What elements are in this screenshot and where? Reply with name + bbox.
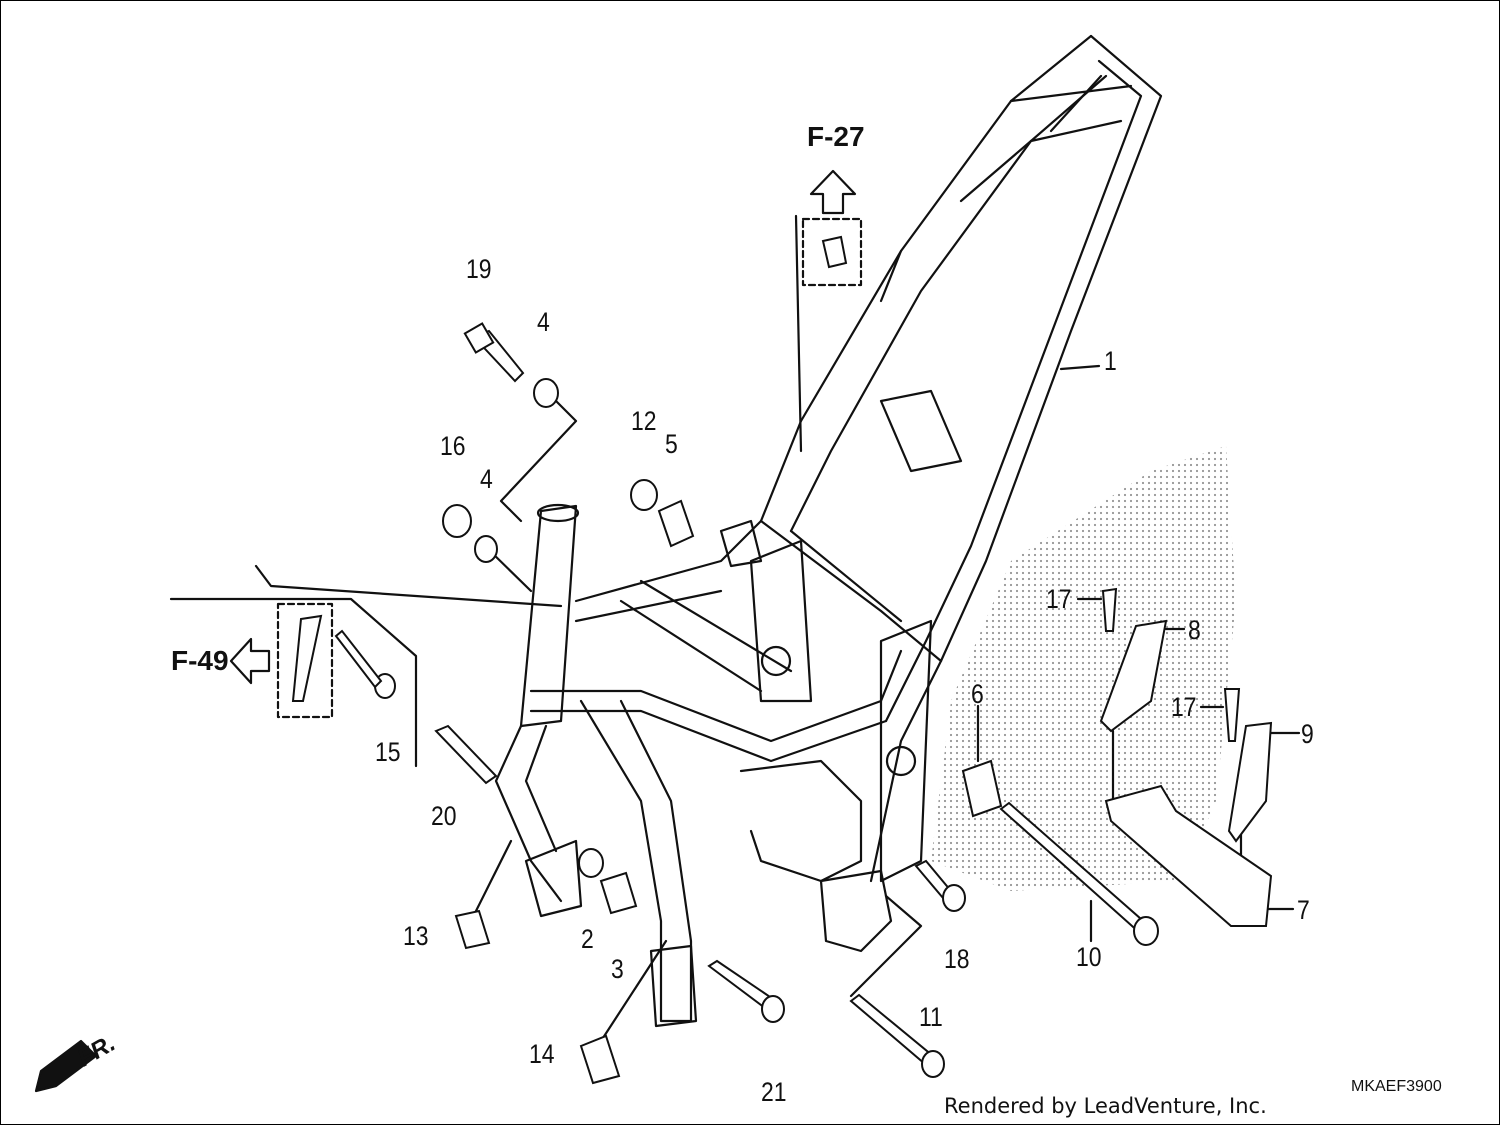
bolt-20 <box>434 724 498 785</box>
part-label-4-upper: 4 <box>537 307 550 337</box>
part-label-8: 8 <box>1188 615 1201 645</box>
part-label-12: 12 <box>631 406 657 436</box>
part-label-2: 2 <box>581 924 594 954</box>
leader-f27 <box>794 214 803 453</box>
part-label-10: 10 <box>1076 942 1102 972</box>
collar-6 <box>961 759 1003 818</box>
reference-f49[interactable]: F-49 <box>171 645 229 676</box>
part-label-3: 3 <box>611 954 624 984</box>
frame-main-rail-inner <box>884 59 1143 723</box>
part-label-16: 16 <box>440 431 466 461</box>
part-label-19: 19 <box>466 254 492 284</box>
leader-19-4 <box>499 399 578 523</box>
nut-13 <box>454 909 491 950</box>
part-label-11: 11 <box>919 1002 943 1032</box>
bolt-21-head <box>761 995 785 1023</box>
frame-rear-plate <box>879 619 933 883</box>
part-label-6: 6 <box>971 679 984 709</box>
frame-lower-rail-inner <box>529 709 888 763</box>
frame-down-tube-left-inner <box>524 724 558 853</box>
part-label-15: 15 <box>375 737 401 767</box>
nut-12 <box>630 479 658 511</box>
bracket-7 <box>1104 784 1273 927</box>
diagram-code: MKAEF3900 <box>1351 1078 1442 1095</box>
frame-head-pipe-top <box>536 503 580 523</box>
frame-down-tube-left <box>494 724 563 903</box>
part-label-13: 13 <box>403 921 429 951</box>
frame-engine-hanger-right <box>649 944 698 1028</box>
reference-f27[interactable]: F-27 <box>807 121 865 152</box>
frame-bracket-upper <box>719 389 963 568</box>
washer-4-lower <box>474 535 498 563</box>
ref-box-f49 <box>276 602 334 719</box>
part-label-4-lower: 4 <box>480 464 493 494</box>
frame-engine-mount <box>739 759 863 883</box>
frame-pivot-hole <box>760 645 792 677</box>
ref-box-f27 <box>801 217 863 287</box>
part-label-5: 5 <box>665 429 678 459</box>
leader-11 <box>849 894 923 998</box>
bolt-11-head <box>921 1050 945 1078</box>
frame-cross-top <box>1009 84 1133 143</box>
bolt-19-head <box>463 322 495 354</box>
frame-down-tube-right <box>579 699 693 1023</box>
frame-mid-cross <box>574 519 793 693</box>
part-label-18: 18 <box>944 944 970 974</box>
frame-head-pipe <box>519 504 578 728</box>
bolt-17-lower <box>1223 688 1241 742</box>
leader-14 <box>599 939 668 1043</box>
front-arrow-icon <box>34 1039 98 1093</box>
frame-pivot-plate <box>749 539 813 703</box>
frame-upper-rail <box>759 34 1093 523</box>
bracket-8 <box>1099 619 1168 733</box>
bracket-9 <box>1227 721 1273 843</box>
leader-1 <box>1059 364 1101 371</box>
bolt-10-head <box>1133 916 1159 946</box>
part-label-21: 21 <box>761 1077 787 1107</box>
frame-rear-hole <box>885 745 917 777</box>
leader-13 <box>469 839 513 923</box>
frame-spine <box>879 74 1103 303</box>
washer-4-upper <box>533 378 559 408</box>
collar-3 <box>599 871 638 915</box>
leader-f49 <box>169 564 563 768</box>
nut-14 <box>579 1034 621 1085</box>
clip-f49 <box>291 614 323 702</box>
bolt-18-head <box>942 884 966 912</box>
part-label-20: 20 <box>431 801 457 831</box>
collar-2 <box>578 848 604 878</box>
shaded-region <box>931 446 1236 891</box>
part-label-1: 1 <box>1104 346 1117 376</box>
arrow-left-icon <box>229 637 271 685</box>
part-label-9: 9 <box>1301 719 1314 749</box>
bolt-f27 <box>821 235 848 269</box>
bolt-17-upper <box>1101 587 1118 632</box>
collar-5 <box>657 499 695 548</box>
arrow-up-icon <box>809 169 857 215</box>
part-label-7: 7 <box>1297 895 1310 925</box>
frame-engine-hanger-left <box>524 839 583 918</box>
frame-lower-rail <box>529 649 903 743</box>
part-label-17-upper: 17 <box>1046 584 1072 614</box>
frame-bottom-bracket <box>819 869 893 953</box>
frame-main-rail <box>869 34 1163 883</box>
part-label-14: 14 <box>529 1039 555 1069</box>
bolt-15 <box>334 629 383 689</box>
collar-16 <box>442 504 472 538</box>
frame-rear-cross <box>759 519 943 663</box>
frame-upper-rail-inner <box>789 74 1108 533</box>
credit-text: Rendered by LeadVenture, Inc. <box>944 1094 1267 1118</box>
part-label-17-lower: 17 <box>1171 692 1197 722</box>
